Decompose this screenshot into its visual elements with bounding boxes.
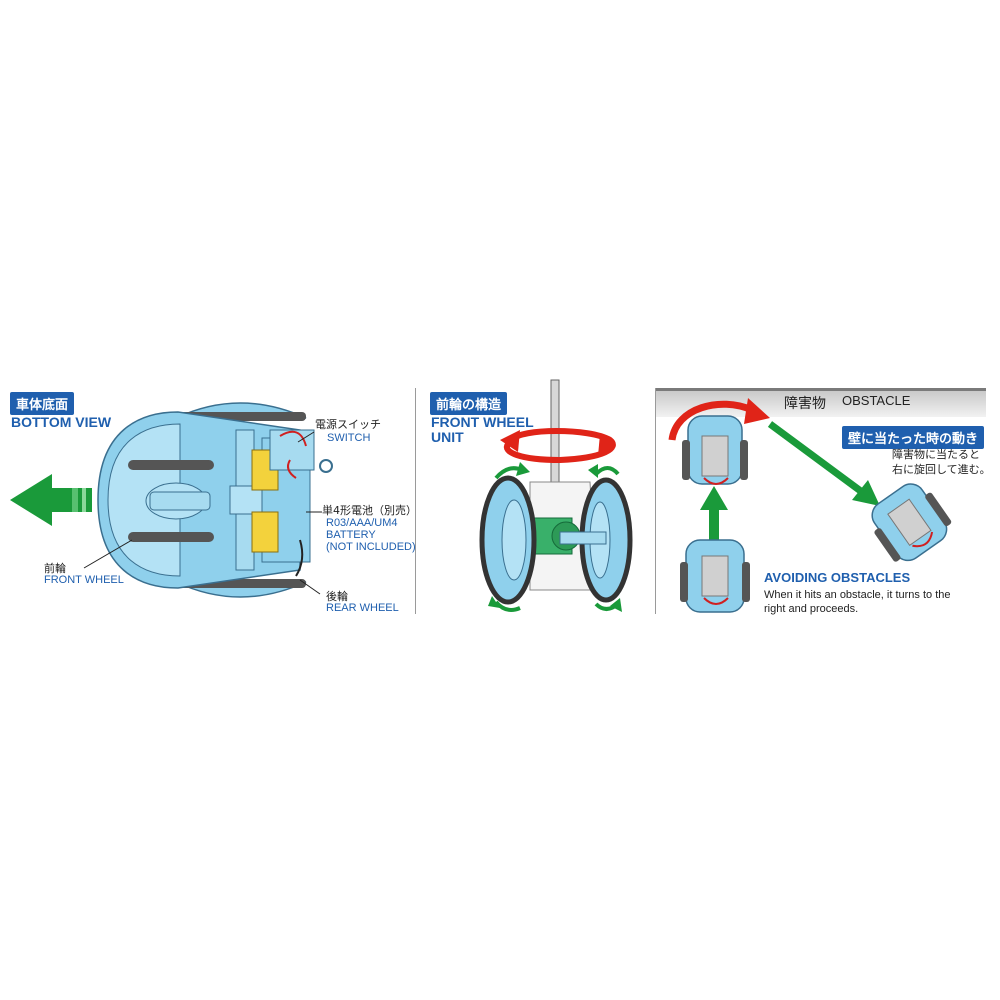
avoid-desc-2: right and proceeds. (764, 603, 859, 615)
front-wheel-label-en: FRONT WHEEL (44, 574, 124, 586)
obstacle-desc-jp-1: 障害物に当たると (892, 448, 980, 461)
battery-bottom (251, 511, 279, 553)
robot-turned (871, 483, 952, 562)
diagonal-arrow-icon (852, 480, 880, 506)
robot-top (682, 415, 748, 485)
front-wheel-label-jp: 前輪 (44, 562, 66, 575)
rear-wheel-label-jp: 後輪 (326, 590, 348, 603)
battery-label-en-1: R03/AAA/UM4 (326, 517, 398, 529)
switch-label-jp: 電源スイッチ (315, 418, 381, 431)
avoid-desc-1: When it hits an obstacle, it turns to th… (764, 589, 951, 601)
obstacle-desc-jp-2: 右に旋回して進む。 (892, 463, 991, 476)
battery-label-en-3: (NOT INCLUDED) (326, 541, 416, 553)
forward-arrow-icon (10, 474, 92, 526)
battery-label-en-2: BATTERY (326, 529, 376, 541)
divider-right (655, 388, 656, 614)
robot-bottom (680, 539, 750, 613)
obstacle-tag: 壁に当たった時の動き (842, 426, 985, 449)
switch-icon (319, 459, 333, 473)
rear-wheel-label-en: REAR WHEEL (326, 602, 399, 614)
turn-arrow-icon (668, 400, 754, 441)
front-wheel-unit-title-1: FRONT WHEEL (431, 414, 534, 430)
bottom-view-tag: 車体底面 (10, 392, 75, 415)
front-wheel-unit-tag: 前輪の構造 (430, 392, 508, 415)
obstacle-wall: 障害物 OBSTACLE (656, 388, 986, 417)
avoid-title: AVOIDING OBSTACLES (764, 570, 911, 585)
front-wheel-tyre-top (128, 460, 214, 470)
switch-label-en: SWITCH (327, 432, 371, 444)
bottom-view-title: BOTTOM VIEW (11, 414, 112, 430)
rotation-arrow-icon (503, 428, 616, 464)
battery-label-jp: 単4形電池（別売） (322, 504, 417, 517)
front-wheel-unit-title-2: UNIT (431, 429, 464, 445)
divider-left (415, 388, 416, 614)
obstacle-label-en: OBSTACLE (842, 393, 911, 408)
front-wheel-tyre-bottom (128, 532, 214, 542)
obstacle-label-jp: 障害物 (784, 396, 826, 412)
